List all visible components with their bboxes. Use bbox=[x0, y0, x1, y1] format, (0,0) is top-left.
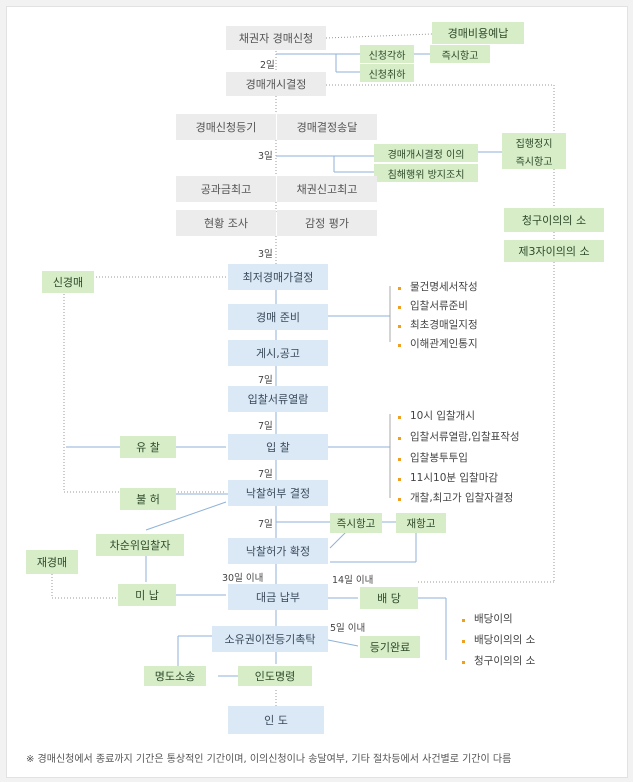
node-dividend: 배 당 bbox=[360, 587, 418, 609]
node-reg-done: 등기완료 bbox=[360, 636, 420, 658]
node-tax: 공과금최고 bbox=[176, 176, 276, 202]
node-lawsuit: 명도소송 bbox=[144, 666, 206, 686]
prep-item: 물건명세서작성 bbox=[410, 281, 478, 293]
bullet-icon bbox=[398, 437, 401, 440]
footnote: ※ 경매신청에서 종료까지 기간은 통상적인 기간이며, 이의신청이나 송달여부… bbox=[26, 754, 512, 765]
node-reject1: 신청각하 bbox=[360, 45, 414, 63]
label-7days-d: 7일 bbox=[258, 519, 273, 530]
node-prepare: 경매 준비 bbox=[228, 304, 328, 330]
dividend-item: 배당이의의 소 bbox=[474, 634, 536, 646]
node-stay: 집행정지 bbox=[502, 133, 566, 151]
node-reject2: 신청취하 bbox=[360, 64, 414, 82]
label-3days-a: 3일 bbox=[258, 151, 273, 162]
node-claim-objection: 청구이의의 소 bbox=[504, 208, 604, 232]
bullet-icon bbox=[462, 661, 465, 664]
dividend-item: 청구이의의 소 bbox=[474, 655, 536, 667]
bullet-icon bbox=[398, 498, 401, 501]
label-2days: 2일 bbox=[260, 60, 275, 71]
node-objection: 경매개시결정 이의 bbox=[374, 144, 478, 162]
node-second-bidder: 차순위입찰자 bbox=[96, 534, 184, 556]
bid-item: 입찰봉투투입 bbox=[410, 452, 468, 464]
prep-item: 입찰서류준비 bbox=[410, 300, 468, 312]
bullet-icon bbox=[398, 287, 401, 290]
node-deny: 불 허 bbox=[120, 488, 176, 510]
dividend-item: 배당이의 bbox=[474, 613, 513, 625]
node-bid: 입 찰 bbox=[228, 434, 328, 460]
bullet-icon bbox=[398, 325, 401, 328]
node-stay-appeal: 즉시항고 bbox=[502, 151, 566, 169]
node-decide: 낙찰허부 결정 bbox=[228, 480, 328, 506]
node-prevent: 침해행위 방지조치 bbox=[374, 164, 478, 182]
label-5days: 5일 이내 bbox=[330, 623, 366, 634]
node-reappeal: 재항고 bbox=[396, 513, 446, 533]
node-fail: 유 찰 bbox=[120, 436, 176, 458]
bid-item: 10시 입찰개시 bbox=[410, 410, 475, 422]
node-third-party: 제3자이의의 소 bbox=[504, 240, 604, 262]
node-reg: 경매신청등기 bbox=[176, 114, 276, 140]
bid-item: 11시10분 입찰마감 bbox=[410, 472, 499, 484]
node-cost: 경매비용예납 bbox=[432, 22, 524, 44]
label-30days: 30일 이내 bbox=[222, 573, 264, 584]
bullet-icon bbox=[398, 306, 401, 309]
prep-item: 최초경매일지정 bbox=[410, 319, 478, 331]
prep-item: 이해관계인통지 bbox=[410, 338, 478, 350]
node-confirm: 낙찰허가 확정 bbox=[228, 538, 328, 564]
node-payment: 대금 납부 bbox=[228, 584, 328, 610]
node-handover: 인 도 bbox=[228, 706, 324, 734]
label-7days-b: 7일 bbox=[258, 421, 273, 432]
bid-item: 개찰,최고가 입찰자결정 bbox=[410, 492, 514, 504]
node-new-auction: 신경매 bbox=[42, 271, 94, 293]
node-appraisal: 감정 평가 bbox=[277, 210, 377, 236]
bullet-icon bbox=[462, 619, 465, 622]
node-re-auction: 재경매 bbox=[26, 550, 78, 574]
bullet-icon bbox=[462, 640, 465, 643]
node-unpaid: 미 납 bbox=[118, 584, 176, 606]
node-creditor: 채권신고최고 bbox=[277, 176, 377, 202]
label-7days-a: 7일 bbox=[258, 375, 273, 386]
label-3days-b: 3일 bbox=[258, 249, 273, 260]
node-deliver: 경매결정송달 bbox=[277, 114, 377, 140]
bid-item: 입찰서류열람,입찰표작성 bbox=[410, 431, 520, 443]
node-order: 인도명령 bbox=[238, 666, 312, 686]
node-appeal-now: 즉시항고 bbox=[430, 45, 490, 63]
label-7days-c: 7일 bbox=[258, 469, 273, 480]
node-appeal3: 즉시항고 bbox=[330, 513, 382, 533]
bullet-icon bbox=[398, 478, 401, 481]
node-min-price: 최저경매가결정 bbox=[228, 264, 328, 290]
node-notice: 게시,공고 bbox=[228, 340, 328, 366]
bullet-icon bbox=[398, 458, 401, 461]
node-survey: 현황 조사 bbox=[176, 210, 276, 236]
node-view-docs: 입찰서류열람 bbox=[228, 386, 328, 412]
node-transfer-reg: 소유권이전등기촉탁 bbox=[212, 626, 328, 652]
bullet-icon bbox=[398, 416, 401, 419]
label-14days: 14일 이내 bbox=[332, 575, 374, 586]
bullet-icon bbox=[398, 344, 401, 347]
node-start: 경매개시결정 bbox=[226, 72, 326, 96]
node-apply: 채권자 경매신청 bbox=[226, 26, 326, 50]
